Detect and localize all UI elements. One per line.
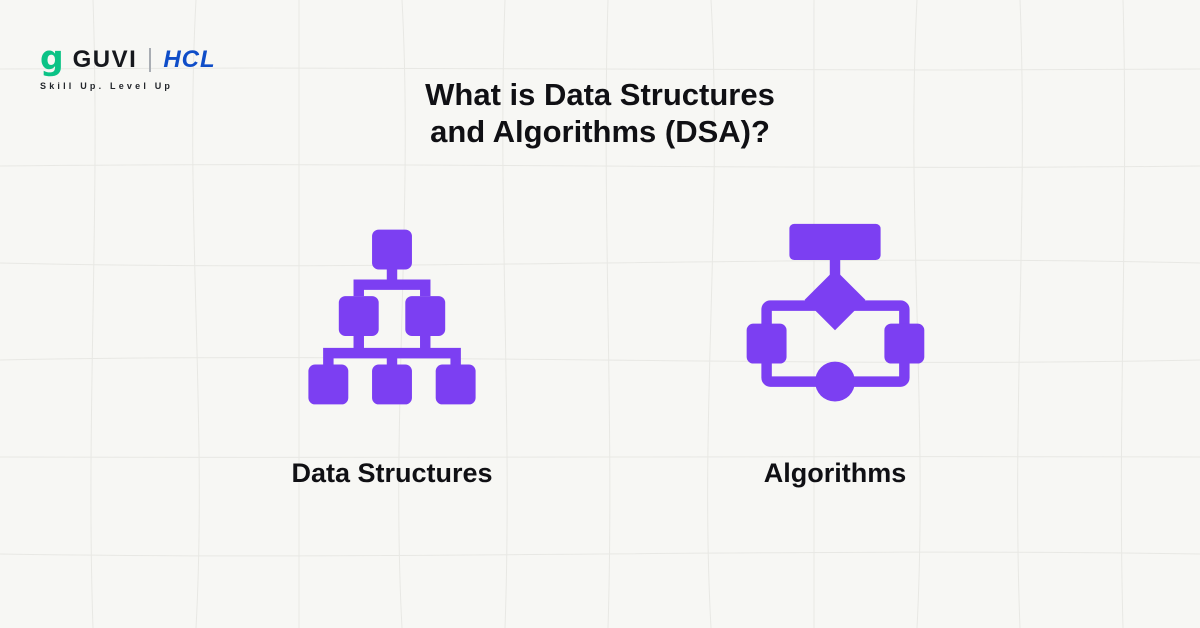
tree-hierarchy-icon: [308, 229, 476, 405]
title-line-1: What is Data Structures: [425, 77, 775, 112]
flowchart-icon: [746, 223, 925, 402]
title-line-2: and Algorithms (DSA)?: [430, 114, 770, 149]
concept-card-data-structures: Data Structures: [242, 222, 542, 489]
brand-tagline: Skill Up. Level Up: [40, 81, 174, 91]
guvi-wordmark: GUVI: [72, 46, 138, 73]
guvi-logo-icon: g: [40, 38, 64, 77]
brand-block: g GUVI HCL Skill Up. Level Up: [40, 38, 216, 91]
concept-label: Algorithms: [763, 458, 907, 488]
concept-label: Data Structures: [291, 458, 493, 488]
brand-divider: [149, 48, 152, 72]
page-title: What is Data Structures and Algorithms (…: [0, 76, 1200, 150]
hcl-wordmark: HCL: [163, 46, 216, 73]
concept-card-algorithms: Algorithms: [685, 222, 985, 489]
